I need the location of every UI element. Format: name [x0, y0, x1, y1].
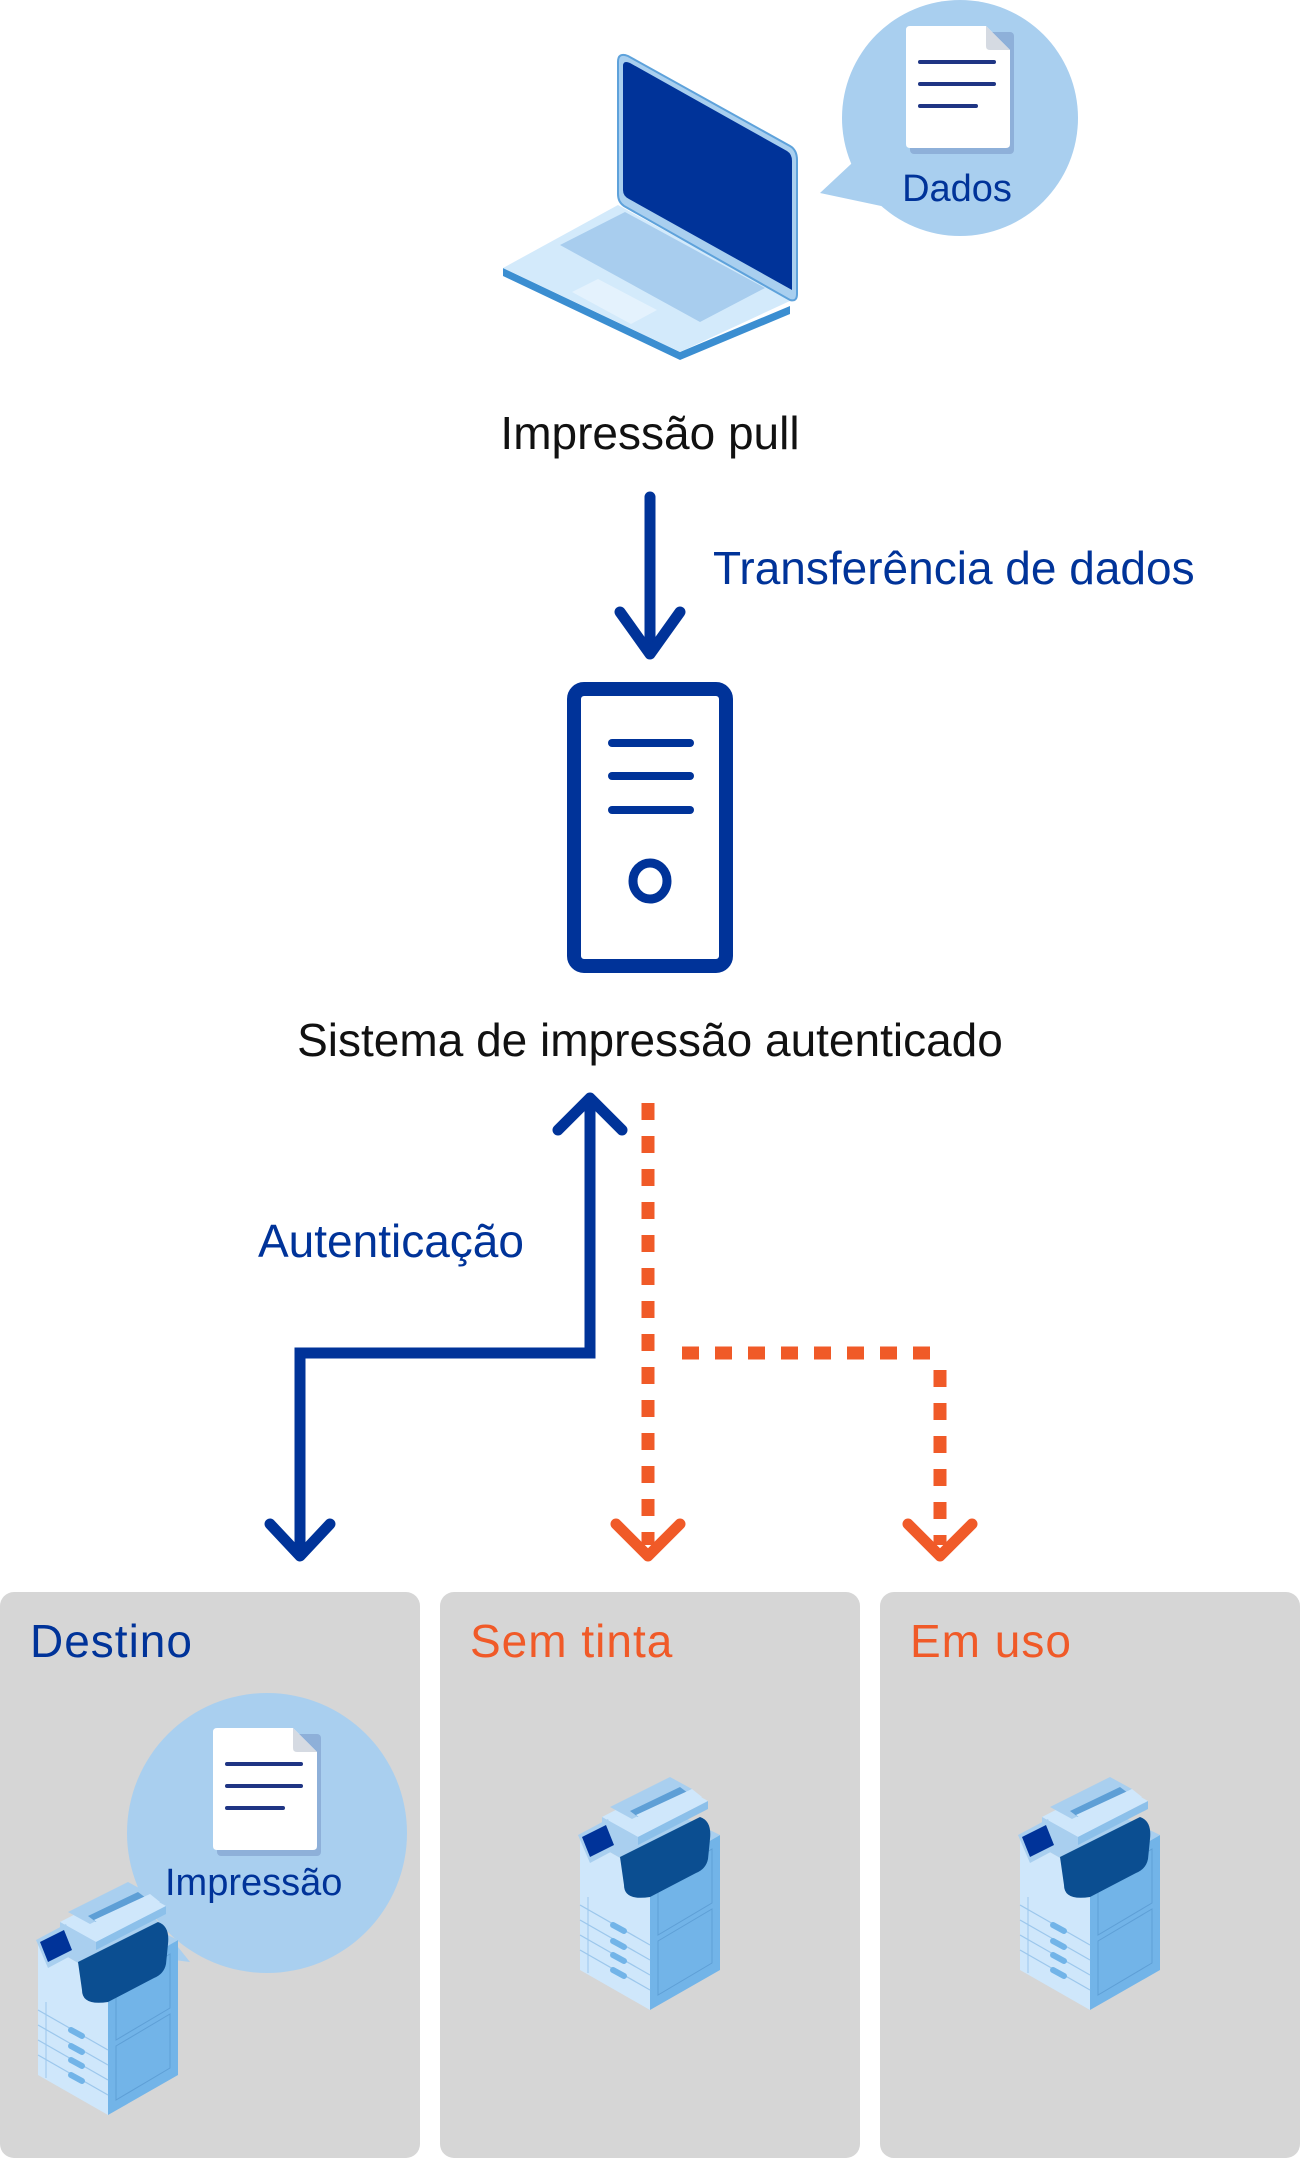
- printer-icon: [578, 1777, 720, 2010]
- data-speech-bubble: [820, 0, 1078, 236]
- printer-panel-destino[interactable]: Destino Impressão: [0, 1592, 420, 2158]
- server-tower-icon: [567, 682, 733, 973]
- arrow-down-icon: [902, 1518, 978, 1562]
- panel-title: Sem tinta: [470, 1615, 674, 1667]
- panel-title: Em uso: [910, 1615, 1072, 1667]
- status-connector-dashed: [641, 1103, 947, 1545]
- bubble-label-dados: Dados: [902, 168, 1012, 210]
- transfer-label: Transferência de dados: [713, 542, 1195, 594]
- bubble-label-impressao: Impressão: [165, 1862, 343, 1904]
- arrow-down-icon: [610, 1518, 686, 1562]
- printer-panel-em-uso[interactable]: Em uso: [880, 1592, 1300, 2158]
- arrow-down-icon: [614, 491, 686, 660]
- printer-icon: [1018, 1777, 1160, 2010]
- document-icon: [211, 1726, 323, 1858]
- panel-title: Destino: [30, 1615, 193, 1667]
- printer-panel-sem-tinta[interactable]: Sem tinta: [440, 1592, 860, 2158]
- laptop-icon: [503, 53, 798, 360]
- arrow-up-icon: [552, 1092, 628, 1136]
- auth-label: Autenticação: [258, 1215, 524, 1267]
- printer-icon: [36, 1882, 178, 2115]
- server-title: Sistema de impressão autenticado: [297, 1014, 1003, 1066]
- auth-connector: [294, 1104, 596, 1550]
- arrow-down-icon: [264, 1518, 336, 1562]
- document-icon: [904, 24, 1016, 156]
- source-title: Impressão pull: [500, 407, 800, 459]
